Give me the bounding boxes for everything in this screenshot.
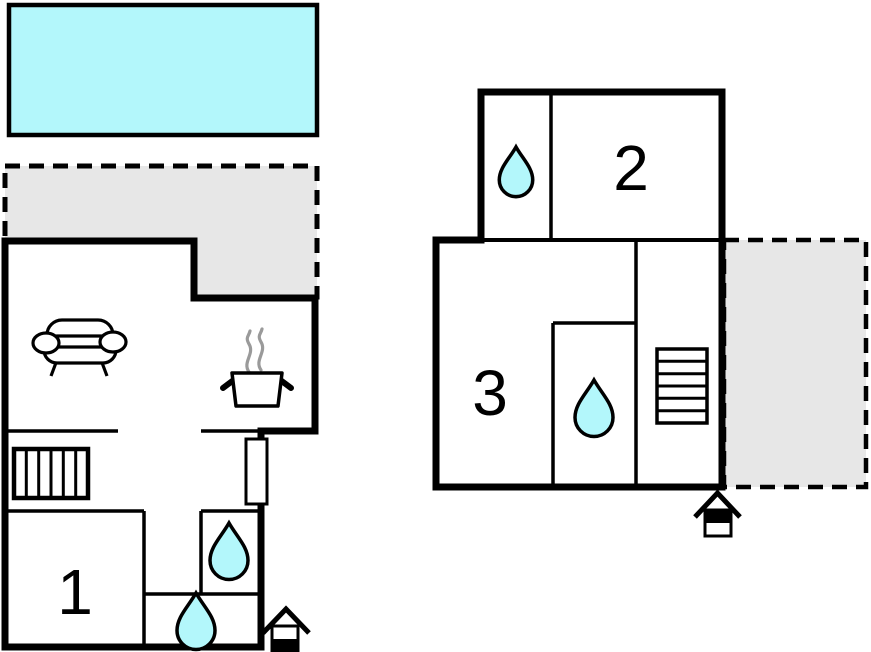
entrance-body-fill — [705, 510, 731, 523]
upper-floor-interior-walls — [481, 92, 722, 487]
entrance-icon — [693, 489, 742, 538]
entrance-icon — [261, 605, 311, 652]
swimming-pool — [6, 2, 320, 138]
steam-icon — [245, 329, 253, 374]
pot-body — [230, 371, 284, 408]
stairs-icon — [655, 347, 709, 425]
water-drop-icon — [497, 143, 535, 199]
water-drop-icon — [175, 589, 217, 652]
stairs-treads — [657, 359, 707, 413]
entrance-body-fill — [272, 639, 298, 652]
steam-icon — [257, 327, 265, 372]
ground-floor-interior-walls — [5, 429, 261, 647]
stairs-icon — [11, 446, 91, 501]
room-3-label: 3 — [472, 357, 508, 429]
room-1-label: 1 — [57, 556, 93, 628]
water-drop-icon — [208, 519, 250, 582]
room-2-label: 2 — [613, 132, 649, 204]
door-panel — [244, 437, 269, 506]
terrace-upper-floor — [721, 237, 869, 490]
cooking-pot-icon — [220, 327, 294, 408]
stairs-treads — [24, 449, 78, 498]
sofa-icon — [31, 318, 128, 377]
water-drop-icon — [573, 376, 615, 439]
